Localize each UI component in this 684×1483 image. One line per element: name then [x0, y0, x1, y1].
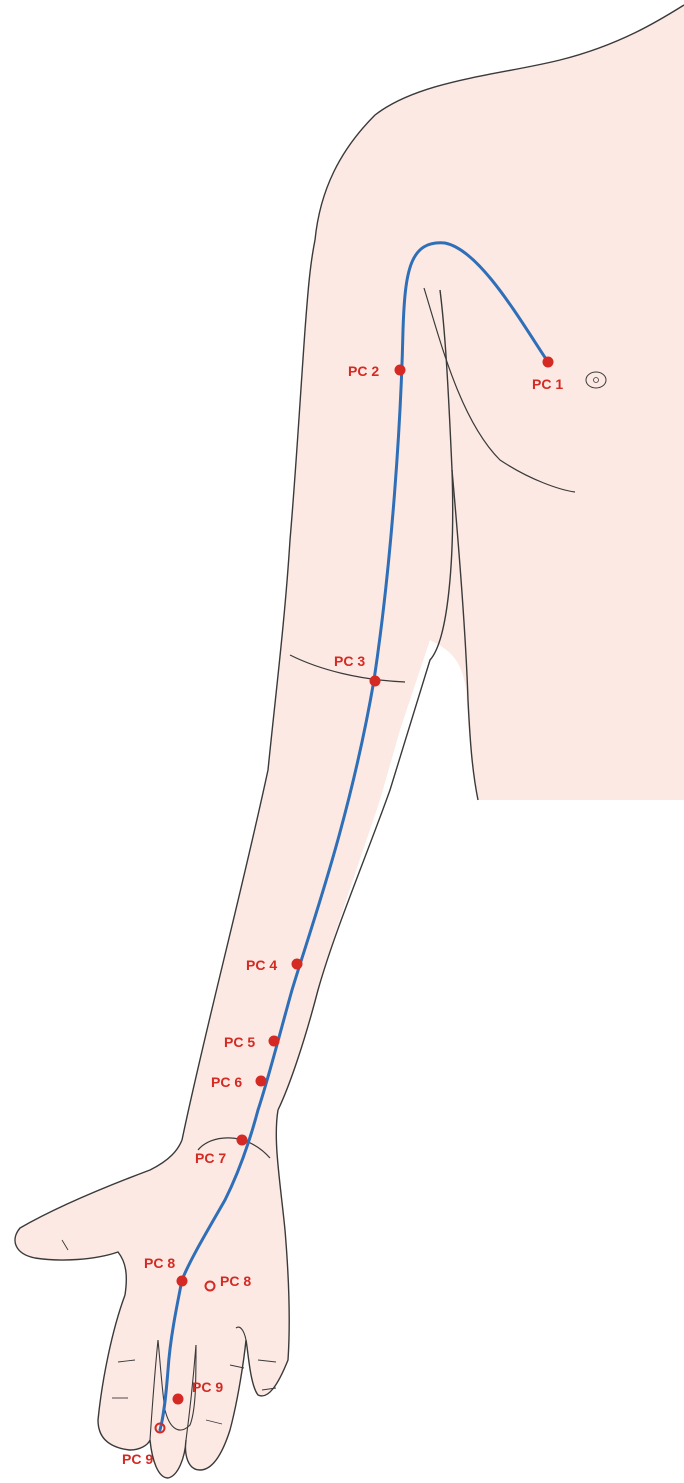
pc6-label: PC 6: [211, 1074, 242, 1090]
arm-shape: [15, 5, 684, 1478]
pc7-point: [237, 1135, 248, 1146]
pc9-alt-label: PC 9: [122, 1451, 153, 1467]
pc9-point: [173, 1394, 184, 1405]
pc7-label: PC 7: [195, 1150, 226, 1166]
pc2-point: [395, 365, 406, 376]
pc8-alt-label: PC 8: [220, 1273, 251, 1289]
pc3-label: PC 3: [334, 653, 365, 669]
pc2-label: PC 2: [348, 363, 379, 379]
pc6-point: [256, 1076, 267, 1087]
pc4-label: PC 4: [246, 957, 277, 973]
pc1-point: [543, 357, 554, 368]
pc9-label: PC 9: [192, 1379, 223, 1395]
pc8-point: [177, 1276, 188, 1287]
pc1-label: PC 1: [532, 376, 563, 392]
pc8-label: PC 8: [144, 1255, 175, 1271]
pc5-label: PC 5: [224, 1034, 255, 1050]
pc3-point: [370, 676, 381, 687]
pc4-point: [292, 959, 303, 970]
pc5-point: [269, 1036, 280, 1047]
